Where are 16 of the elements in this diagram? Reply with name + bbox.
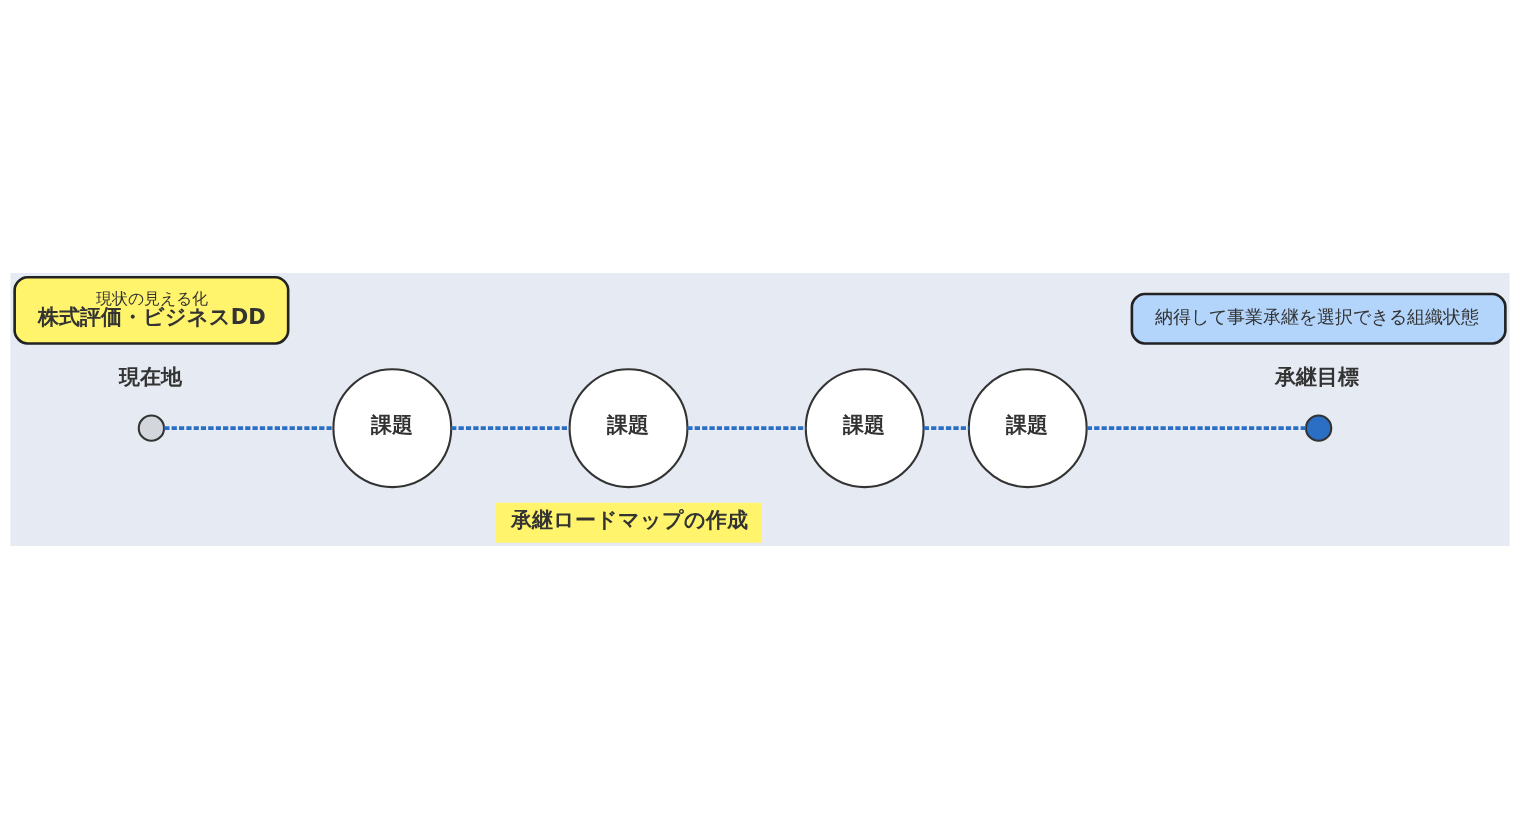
node-circle: 課題 — [568, 367, 689, 488]
node-circle: 課題 — [332, 367, 453, 488]
node-box: 承継ロードマップの作成 — [495, 502, 762, 543]
node-box: 現状の見える化 株式評価・ビジネスDD — [13, 275, 290, 345]
connector — [451, 425, 570, 430]
node-label: 承継目標 — [1275, 363, 1360, 389]
node-circle — [137, 414, 166, 442]
connector — [923, 425, 969, 430]
node-box: 納得して事業承継を選択できる組織状態 — [1130, 292, 1507, 345]
node-circle: 課題 — [804, 367, 925, 488]
connector — [687, 425, 806, 430]
node-circle: 課題 — [967, 367, 1088, 488]
node-label: 現在地 — [119, 363, 183, 389]
connector — [164, 425, 334, 430]
node-circle — [1304, 414, 1333, 442]
connector — [1086, 425, 1306, 430]
